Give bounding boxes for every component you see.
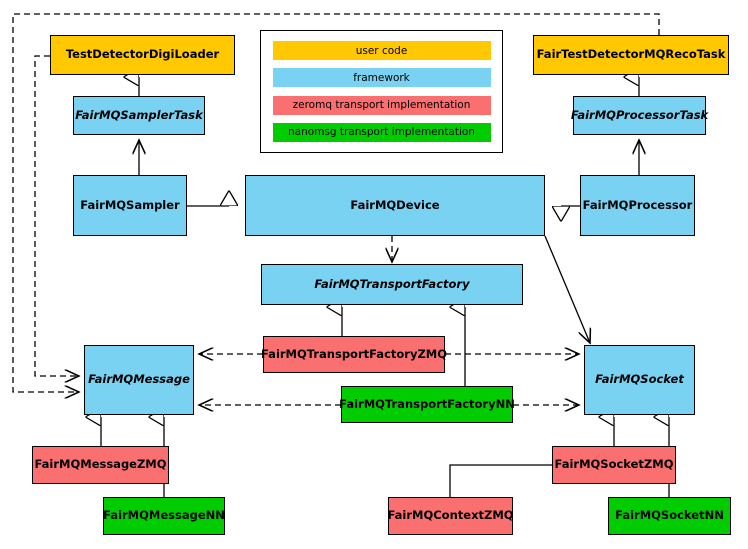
class-node-fairmqsocket[interactable]: FairMQSocket: [584, 345, 695, 415]
class-node-fairmqprocessortask[interactable]: FairMQProcessorTask: [570, 96, 709, 135]
legend: user code framework zeromq transport imp…: [260, 30, 503, 153]
legend-label-nanomsg: nanomsg transport implementation: [288, 126, 475, 139]
class-label: FairMQProcessorTask: [570, 107, 709, 122]
legend-item-user-code: user code: [272, 41, 491, 61]
legend-label-user-code: user code: [355, 44, 408, 57]
class-label: FairTestDetectorMQRecoTask: [536, 47, 726, 62]
legend-label-zeromq: zeromq transport implementation: [292, 99, 471, 112]
legend-item-nanomsg: nanomsg transport implementation: [272, 122, 491, 142]
class-label: FairMQMessageNN: [103, 508, 225, 523]
class-label: FairMQTransportFactoryZMQ: [261, 346, 448, 361]
class-node-fairmqsocketnn[interactable]: FairMQSocketNN: [608, 497, 731, 535]
class-label: FairMQProcessor: [582, 197, 693, 212]
class-label: FairMQTransportFactoryNN: [339, 396, 515, 411]
class-label: FairMQDevice: [350, 197, 440, 212]
class-node-fairmqtransportfactoryzmq[interactable]: FairMQTransportFactoryZMQ: [261, 336, 448, 373]
class-node-testdetectordigiloader[interactable]: TestDetectorDigiLoader: [50, 35, 235, 75]
class-node-fairmqcontextzmq[interactable]: FairMQContextZMQ: [387, 497, 514, 535]
class-node-fairtestdetectormqrecotask[interactable]: FairTestDetectorMQRecoTask: [533, 35, 729, 75]
class-label: FairMQSamplerTask: [75, 107, 203, 122]
class-node-fairmqprocessor[interactable]: FairMQProcessor: [580, 175, 695, 236]
class-node-fairmqsocketzmq[interactable]: FairMQSocketZMQ: [552, 446, 676, 484]
legend-item-framework: framework: [272, 68, 491, 88]
class-node-fairmqtransportfactory[interactable]: FairMQTransportFactory: [261, 264, 523, 305]
class-label: FairMQSocketZMQ: [554, 457, 674, 472]
class-label: FairMQMessage: [88, 372, 190, 387]
class-label: FairMQTransportFactory: [314, 276, 470, 291]
class-label: FairMQMessageZMQ: [34, 457, 167, 472]
class-label: FairMQContextZMQ: [387, 508, 514, 523]
class-node-fairmqdevice[interactable]: FairMQDevice: [245, 175, 545, 236]
class-node-fairmqmessagezmq[interactable]: FairMQMessageZMQ: [32, 446, 169, 484]
class-node-fairmqsampler[interactable]: FairMQSampler: [73, 175, 187, 236]
class-node-fairmqtransportfactorynn[interactable]: FairMQTransportFactoryNN: [339, 386, 515, 423]
class-node-fairmqmessagenn[interactable]: FairMQMessageNN: [103, 497, 225, 535]
edge-device-to-socket: [544, 235, 590, 343]
class-label: FairMQSocket: [595, 372, 684, 387]
class-label: FairMQSampler: [80, 197, 180, 212]
class-label: FairMQSocketNN: [615, 508, 724, 523]
legend-item-zeromq: zeromq transport implementation: [272, 95, 491, 115]
class-label: TestDetectorDigiLoader: [65, 47, 220, 62]
legend-label-framework: framework: [353, 71, 410, 84]
class-node-fairmqmessage[interactable]: FairMQMessage: [84, 345, 194, 415]
class-node-fairmqsamplertask[interactable]: FairMQSamplerTask: [73, 96, 205, 135]
